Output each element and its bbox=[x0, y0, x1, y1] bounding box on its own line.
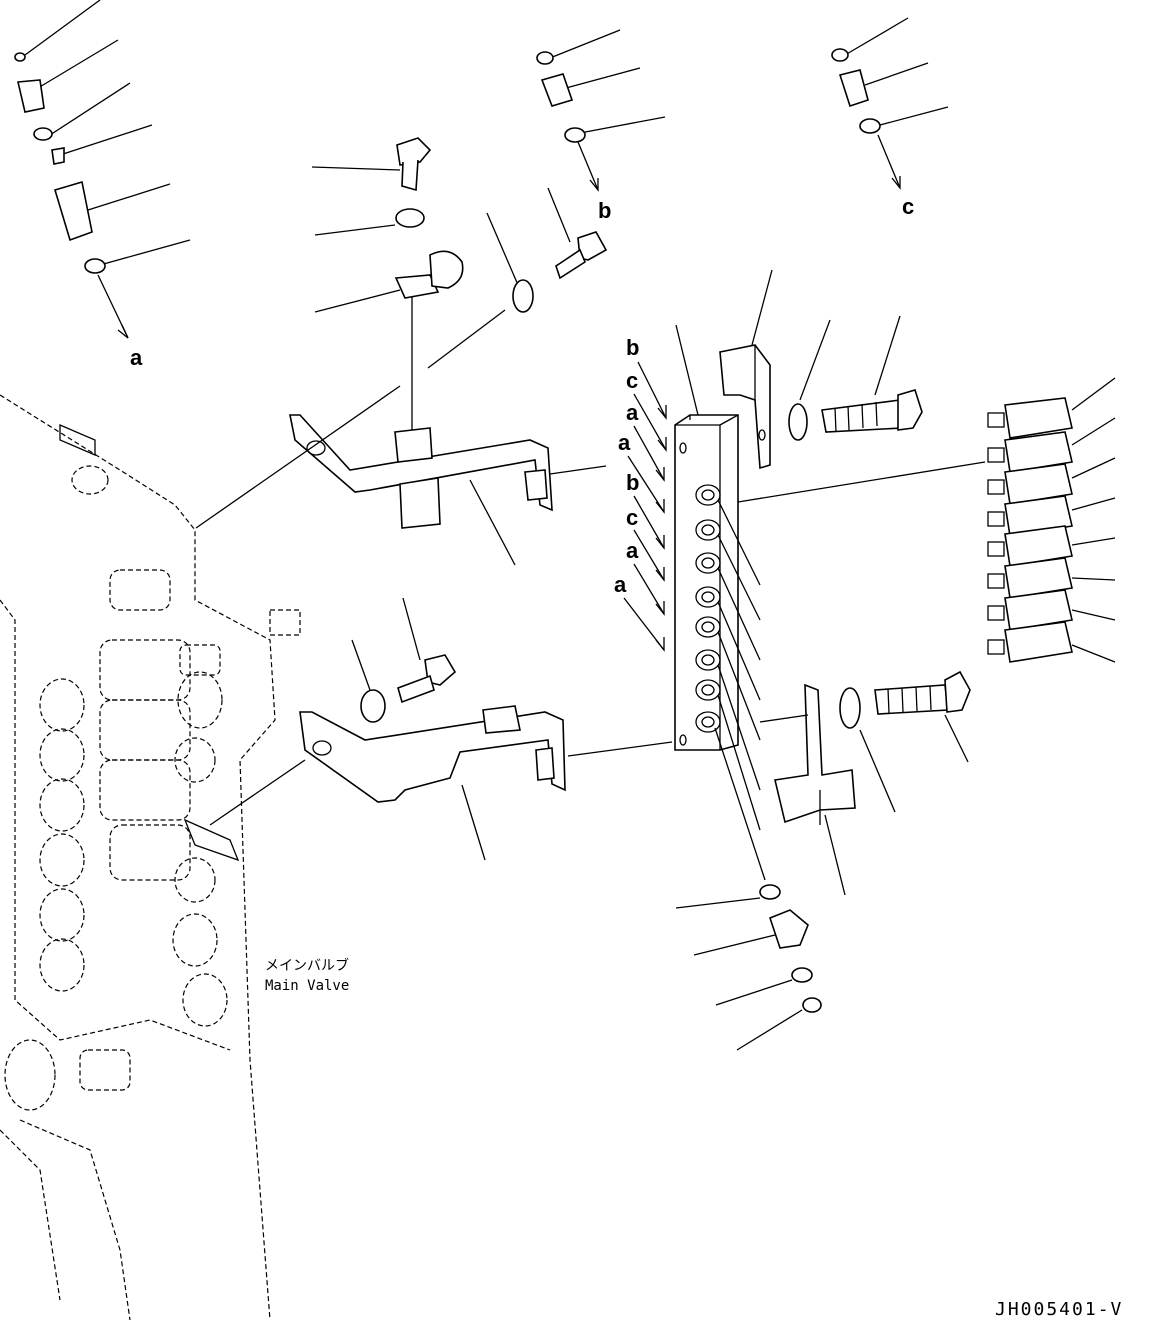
upper-bracket bbox=[195, 385, 607, 566]
port-letter-1: b bbox=[626, 335, 639, 360]
port-letter-6: c bbox=[626, 505, 638, 530]
callout-letter-a: a bbox=[130, 345, 143, 370]
fitting-stack-b: b bbox=[536, 29, 666, 223]
drawing-code: JH005401-V bbox=[995, 1299, 1123, 1320]
upper-mount-bracket bbox=[719, 269, 923, 470]
bottom-fitting-stack bbox=[675, 884, 822, 1051]
port-letter-4: a bbox=[618, 430, 631, 455]
port-letter-8: a bbox=[614, 572, 627, 597]
pressure-sensor-stack bbox=[987, 377, 1116, 663]
callout-letter-c: c bbox=[902, 194, 914, 219]
main-valve-label-jp: メインバルブ bbox=[265, 957, 349, 974]
port-letter-2: c bbox=[626, 368, 638, 393]
port-callouts: b c a a b c a a bbox=[614, 335, 667, 652]
port-letter-7: a bbox=[626, 538, 639, 563]
clamp-assembly bbox=[311, 137, 608, 430]
lower-bracket bbox=[209, 597, 673, 861]
port-letter-5: b bbox=[626, 470, 639, 495]
callout-letter-b: b bbox=[598, 198, 611, 223]
main-valve-label-en: Main Valve bbox=[265, 978, 349, 994]
manifold-block bbox=[674, 324, 986, 881]
lower-mount-bracket bbox=[759, 670, 971, 896]
port-letter-3: a bbox=[626, 400, 639, 425]
fitting-stack-c: c bbox=[831, 17, 949, 219]
fitting-stack-a: a bbox=[14, 0, 191, 370]
main-valve-body bbox=[0, 394, 301, 1321]
